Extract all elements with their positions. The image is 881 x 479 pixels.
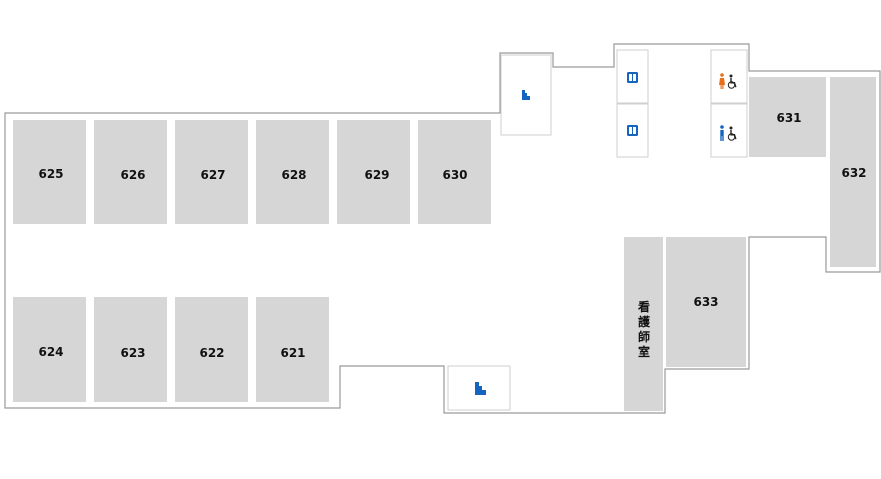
room-630-label: 630 xyxy=(442,168,467,182)
room-632[interactable] xyxy=(830,77,876,267)
room-626[interactable] xyxy=(94,120,167,224)
room-621-label: 621 xyxy=(280,346,305,360)
restroom-female[interactable] xyxy=(710,49,748,104)
room-629-label: 629 xyxy=(364,168,389,182)
room-623[interactable] xyxy=(94,297,167,402)
nurse-station-char-4: 室 xyxy=(638,344,650,359)
room-626-label: 626 xyxy=(120,168,145,182)
elevator-icon xyxy=(627,125,638,136)
nurse-station[interactable] xyxy=(624,237,663,411)
nurse-station-char-2: 護 xyxy=(638,314,651,329)
room-633[interactable] xyxy=(666,237,746,367)
room-623-label: 623 xyxy=(120,346,145,360)
stairs-icon xyxy=(475,382,486,395)
room-629[interactable] xyxy=(337,120,410,224)
wheelchair-icon xyxy=(727,126,737,141)
restroom-male[interactable] xyxy=(710,103,748,158)
room-627-label: 627 xyxy=(200,168,225,182)
stairs-icon xyxy=(522,90,530,100)
room-628[interactable] xyxy=(256,120,329,224)
room-628-label: 628 xyxy=(281,168,306,182)
room-632-label: 632 xyxy=(841,166,866,180)
male-accessible-restroom-icon xyxy=(720,125,724,141)
room-630[interactable] xyxy=(418,120,491,224)
room-633-label: 633 xyxy=(693,295,718,309)
room-624-label: 624 xyxy=(38,345,63,359)
room-631[interactable] xyxy=(749,77,826,157)
room-631-label: 631 xyxy=(776,111,801,125)
wheelchair-icon xyxy=(727,74,737,89)
room-624[interactable] xyxy=(13,297,86,402)
room-622-label: 622 xyxy=(199,346,224,360)
female-accessible-restroom-icon xyxy=(719,73,725,89)
room-627[interactable] xyxy=(175,120,248,224)
room-622[interactable] xyxy=(175,297,248,402)
nurse-station-char-1: 看 xyxy=(638,299,650,314)
room-625[interactable] xyxy=(13,120,86,224)
room-621[interactable] xyxy=(256,297,329,402)
elevator-icon xyxy=(627,72,638,83)
nurse-station-char-3: 師 xyxy=(638,329,650,344)
room-625-label: 625 xyxy=(38,167,63,181)
